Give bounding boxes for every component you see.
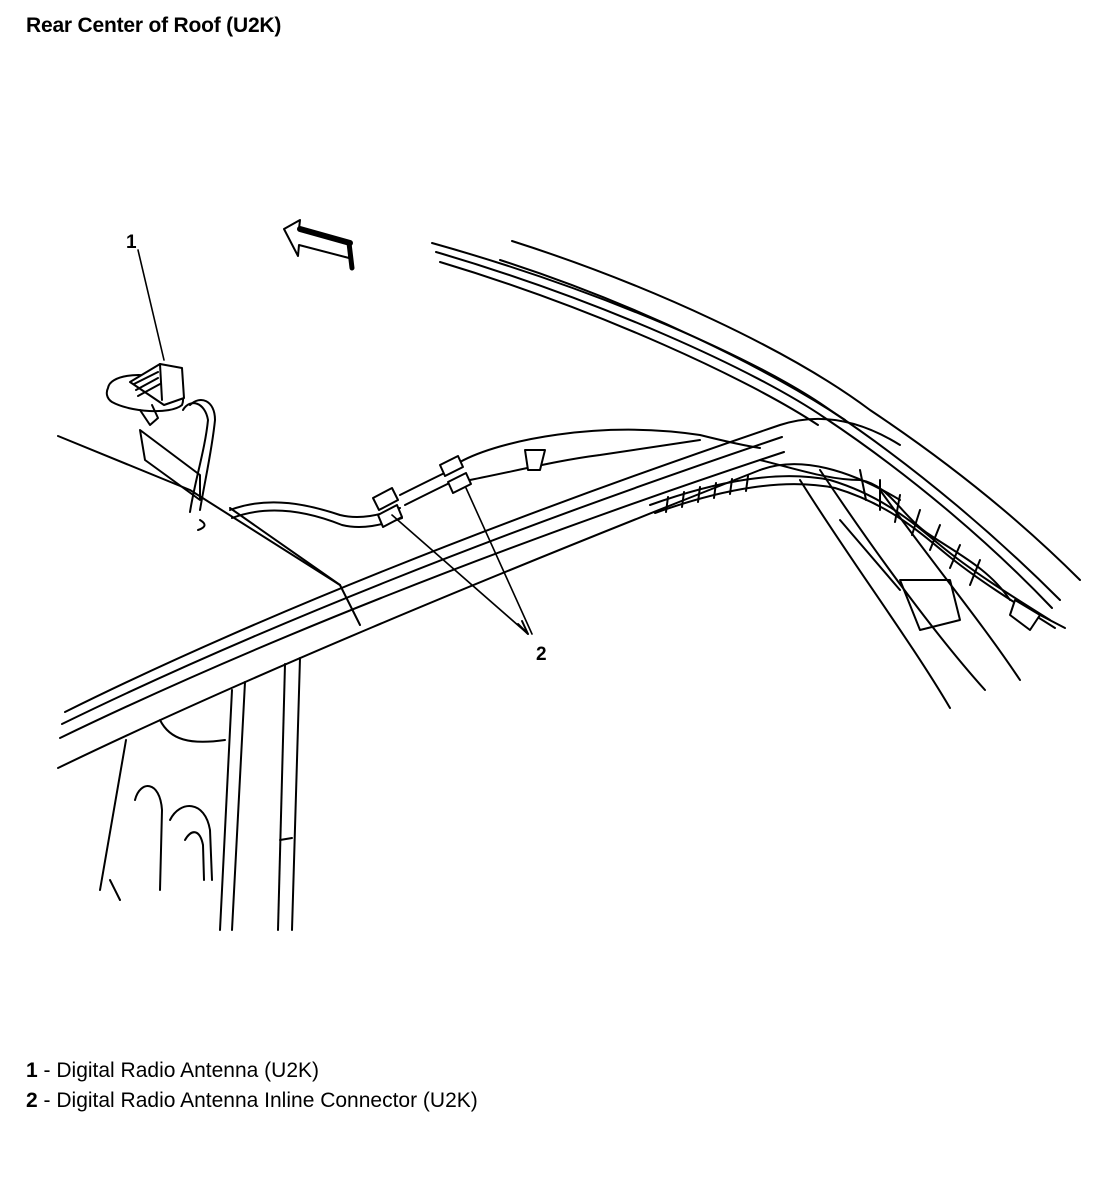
legend-item: 2 - Digital Radio Antenna Inline Connect… — [26, 1086, 478, 1116]
wiring-harness — [649, 459, 1066, 631]
legend-number: 1 — [26, 1059, 38, 1082]
antenna-cable — [182, 399, 761, 528]
roof-rear-edge — [431, 240, 1081, 609]
callout-1: 1 — [126, 232, 137, 253]
front-direction-arrow-icon — [283, 219, 355, 271]
inline-connector — [372, 449, 546, 528]
legend: 1 - Digital Radio Antenna (U2K) 2 - Digi… — [26, 1056, 478, 1116]
roof-rail — [57, 417, 901, 769]
digital-radio-antenna — [105, 363, 201, 501]
legend-text: Digital Radio Antenna (U2K) — [56, 1059, 320, 1082]
legend-number: 2 — [26, 1089, 38, 1112]
d-pillar-right — [799, 469, 1021, 709]
legend-item: 1 - Digital Radio Antenna (U2K) — [26, 1056, 478, 1086]
b-pillar — [99, 657, 301, 931]
roof-panel-left — [57, 435, 361, 626]
diagram-title: Rear Center of Roof (U2K) — [26, 14, 282, 37]
callout-leaders — [137, 249, 533, 635]
legend-separator: - — [37, 1089, 57, 1112]
callout-2: 2 — [536, 644, 547, 665]
legend-text: Digital Radio Antenna Inline Connector (… — [56, 1089, 478, 1112]
legend-separator: - — [37, 1059, 57, 1082]
